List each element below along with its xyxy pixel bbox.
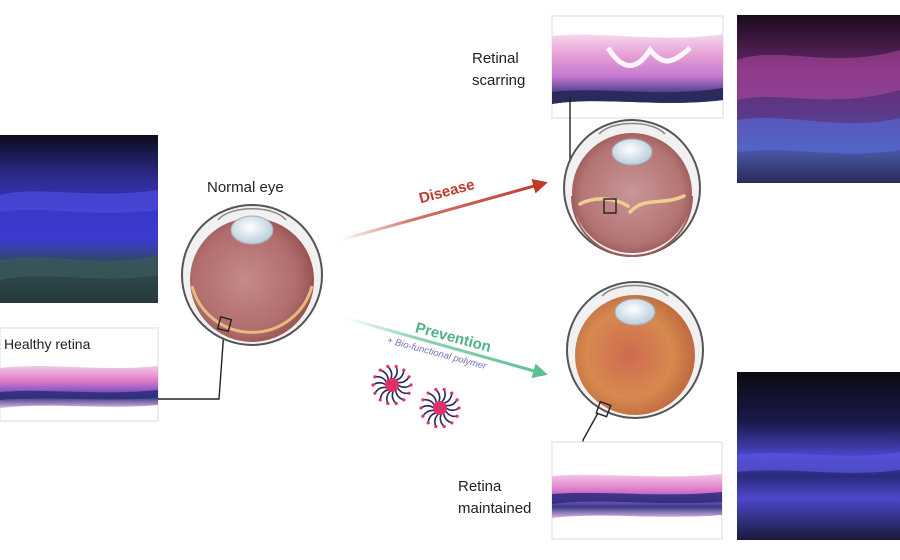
polymer-core bbox=[385, 378, 399, 392]
polymer-strand-tip bbox=[455, 414, 459, 418]
polymer-strand-tip bbox=[450, 391, 454, 395]
polymer-strand-tip bbox=[394, 401, 398, 406]
polymer-strand bbox=[374, 375, 388, 384]
polymer-strand-tip bbox=[371, 383, 375, 387]
polymer-strand-tip bbox=[421, 398, 425, 402]
polymer-strand bbox=[392, 365, 398, 380]
histology-healthy-image bbox=[0, 327, 159, 422]
polymer-nanoparticle-icon bbox=[371, 364, 413, 406]
polymer-strand-tip bbox=[409, 383, 413, 387]
healthy-retina-label: Healthy retina bbox=[4, 336, 91, 352]
polymer-strand-tip bbox=[457, 406, 461, 410]
histology-scarring-image bbox=[551, 15, 724, 119]
polymer-strand-tip bbox=[402, 398, 406, 402]
zoom-box bbox=[216, 316, 233, 333]
polymer-strand-tip bbox=[407, 375, 411, 379]
polymer-strand-tip bbox=[426, 391, 430, 395]
polymer-nanoparticle-icon bbox=[419, 387, 461, 429]
callout-line-healthy bbox=[158, 329, 225, 400]
polymer-strand-tip bbox=[394, 364, 398, 369]
prevention-arrow bbox=[344, 316, 548, 378]
histology-maintained-image bbox=[551, 441, 723, 540]
polymer-strand-tip bbox=[373, 391, 377, 395]
polymer-strand-tip bbox=[455, 398, 459, 402]
polymer-strand-tip bbox=[407, 391, 411, 395]
polymer-strand-tip bbox=[434, 387, 438, 392]
polymer-strand-tip bbox=[419, 406, 423, 410]
polymer-strand bbox=[372, 381, 387, 386]
polymer-strand bbox=[420, 404, 435, 409]
polymer-strand-tip bbox=[378, 398, 382, 402]
normal-eye-label: Normal eye bbox=[207, 179, 284, 196]
retinal-scarring-label: Retinal scarring bbox=[472, 50, 526, 89]
polymer-strand-tip bbox=[442, 387, 446, 392]
polymer-strand-tip bbox=[378, 368, 382, 372]
polymer-strand-tip bbox=[450, 421, 454, 425]
normal-eye bbox=[181, 204, 323, 346]
disease-label: Disease bbox=[417, 176, 476, 207]
polymer-strand-tip bbox=[426, 421, 430, 425]
polymer-strand bbox=[422, 398, 436, 407]
zoom-box bbox=[603, 198, 617, 214]
polymer-strand bbox=[386, 390, 392, 405]
lens bbox=[614, 298, 656, 326]
fluorescence-maintained-image bbox=[737, 372, 900, 540]
fluorescence-scarring-image bbox=[737, 15, 900, 183]
fluorescence-healthy-image bbox=[0, 135, 158, 303]
zoom-box bbox=[595, 400, 612, 418]
retina-maintained-label: Retina maintained bbox=[458, 478, 532, 517]
polymer-strand bbox=[444, 409, 458, 418]
lens bbox=[230, 215, 274, 245]
lens bbox=[611, 138, 653, 166]
polymer-strand bbox=[440, 388, 446, 403]
diseased-eye bbox=[563, 119, 701, 257]
polymer-strand-tip bbox=[373, 375, 377, 379]
polymer-strand-tip bbox=[434, 424, 438, 429]
polymer-strand-tip bbox=[386, 401, 390, 406]
polymer-strand bbox=[396, 386, 410, 395]
polymer-strand-tip bbox=[442, 424, 446, 429]
polymer-strand bbox=[397, 384, 412, 389]
polymer-strand-tip bbox=[402, 368, 406, 372]
disease-arrow bbox=[339, 178, 548, 242]
polymer-strand bbox=[434, 413, 440, 428]
polymer-strand bbox=[445, 407, 460, 412]
protected-eye bbox=[566, 281, 704, 419]
polymer-strand-tip bbox=[421, 414, 425, 418]
polymer-strand-tip bbox=[386, 364, 390, 369]
polymer-core bbox=[433, 401, 447, 415]
